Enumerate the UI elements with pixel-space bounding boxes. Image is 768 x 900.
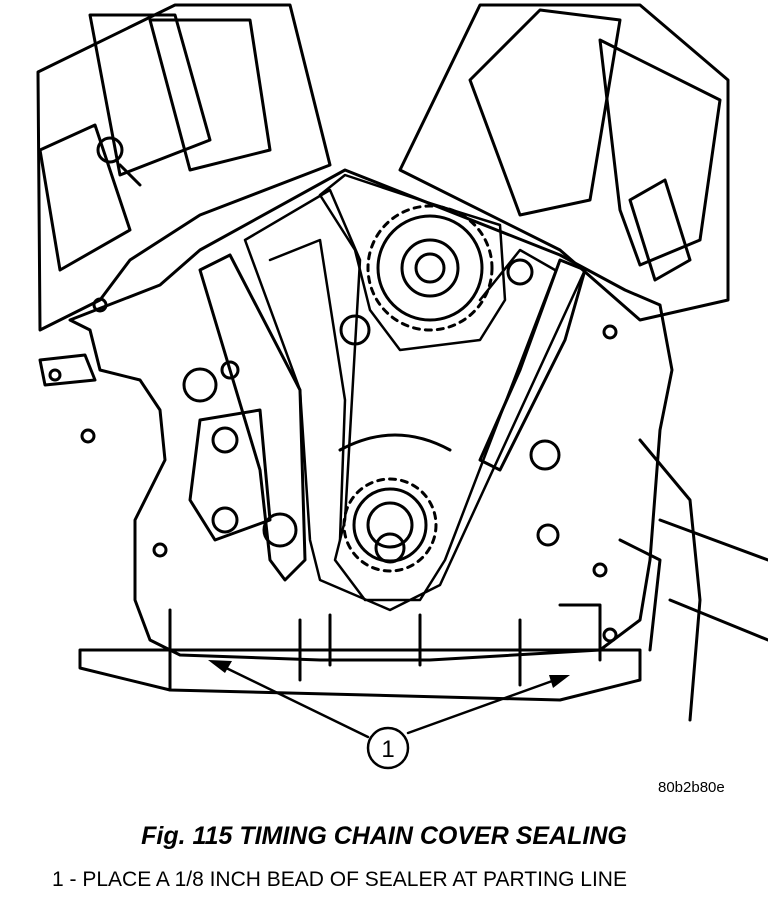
callout-leaders (218, 663, 557, 739)
figure-caption: Fig. 115 TIMING CHAIN COVER SEALING (141, 822, 627, 850)
callout-number: 1 (381, 736, 394, 763)
image-code: 80b2b80e (658, 779, 725, 796)
arrowhead-left (208, 660, 232, 673)
engine-diagram: 1 (36, 3, 768, 770)
arrowhead-right (549, 675, 570, 688)
left-cylinder-bank (36, 3, 332, 332)
crankshaft-sprocket (338, 433, 452, 573)
bolts (182, 258, 561, 548)
camshaft-sprocket (366, 204, 494, 332)
callout-circle (366, 726, 410, 770)
engine-block-outline (38, 168, 768, 722)
right-cylinder-bank (398, 3, 730, 322)
chain-guides (188, 253, 587, 582)
legend-item: 1 - PLACE A 1/8 INCH BEAD OF SEALER AT P… (52, 868, 627, 891)
timing-chain (243, 173, 587, 612)
